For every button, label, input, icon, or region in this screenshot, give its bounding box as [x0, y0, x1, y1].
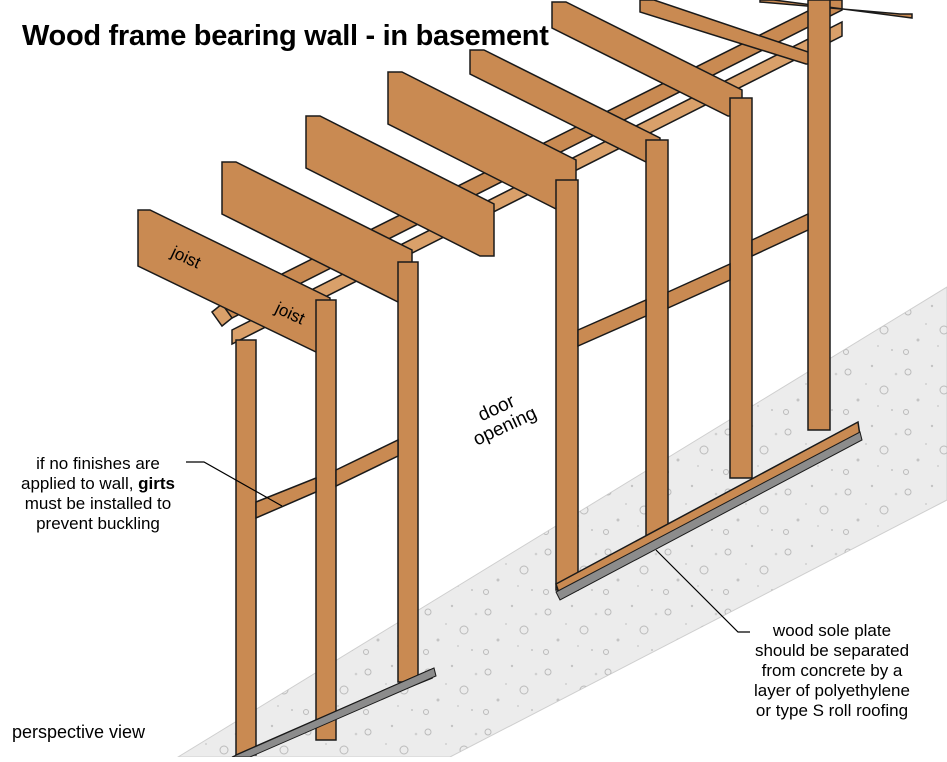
girts-note-line3: must be installed to [24, 494, 172, 513]
girts-note-line4: prevent buckling [36, 514, 160, 533]
girts-term: girts [138, 474, 176, 493]
sole-leader [655, 549, 750, 633]
joists [137, 0, 913, 353]
girts-leader [186, 461, 283, 507]
girts-note-line2-text: applied to wall, [20, 474, 139, 493]
sole-note-line2: should be separated [754, 641, 910, 660]
sole-plate-note: wood sole plate should be separated from… [726, 621, 938, 721]
sole-note-line4: layer of polyethylene [754, 681, 910, 700]
polyethylene-layer-right [555, 431, 863, 601]
wall-panel-right [555, 0, 831, 591]
sole-note-line1: wood sole plate [772, 621, 892, 640]
girts-note: if no finishes are applied to wall, girt… [10, 454, 186, 534]
beam-top [210, 302, 234, 328]
girts-note-line2: applied to wall, girts [10, 474, 186, 494]
page-title: Wood frame bearing wall - in basement [22, 20, 549, 52]
girts-note-line1: if no finishes are [36, 454, 160, 473]
perspective-view-label: perspective view [12, 722, 146, 742]
sole-note-line3: from concrete by a [761, 661, 903, 680]
sole-note-line5: or type S roll roofing [755, 701, 909, 720]
